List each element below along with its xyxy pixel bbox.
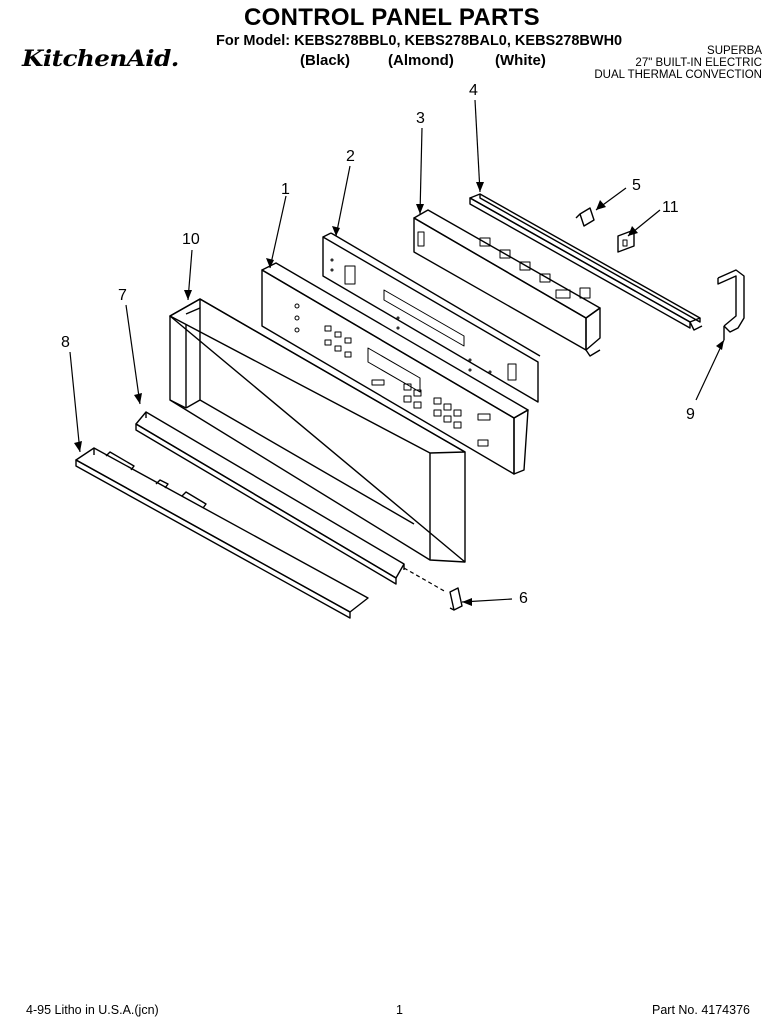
callout-2: 2 [346, 148, 355, 165]
model-line: For Model: KEBS278BBL0, KEBS278BAL0, KEB… [216, 33, 623, 49]
part-2-overlay [322, 232, 541, 403]
part-9-bracket [717, 269, 745, 340]
product-line-2: 27" BUILT-IN ELECTRIC [635, 57, 762, 69]
color-almond: (Almond) [388, 52, 454, 69]
part-10-frame [169, 298, 466, 563]
callout-1: 1 [281, 181, 290, 198]
callout-7: 7 [118, 287, 127, 304]
part-11-clip [617, 229, 635, 253]
leader-lines [69, 99, 725, 603]
callout-11: 11 [662, 199, 679, 216]
page-title: CONTROL PANEL PARTS [244, 4, 540, 31]
product-line-3: DUAL THERMAL CONVECTION [594, 69, 762, 81]
part-5-clip [575, 207, 595, 227]
part-1-control-panel [261, 262, 529, 475]
part-8-trim [75, 447, 369, 619]
product-line-1: SUPERBA [707, 45, 762, 57]
part-6-clip [449, 587, 463, 611]
callout-6: 6 [519, 590, 528, 607]
callout-10: 10 [182, 231, 200, 248]
page-number: 1 [396, 1003, 403, 1017]
callout-3: 3 [416, 110, 425, 127]
part-7-trim [135, 411, 405, 585]
callout-4: 4 [469, 82, 478, 99]
part-4-rail [469, 193, 703, 331]
callout-8: 8 [61, 334, 70, 351]
part-number: Part No. 4174376 [652, 1003, 750, 1017]
color-white: (White) [495, 52, 546, 69]
brand-logo: KitchenAid. [22, 46, 179, 72]
callout-5: 5 [632, 177, 641, 194]
litho-note: 4-95 Litho in U.S.A.(jcn) [26, 1003, 159, 1017]
color-black: (Black) [300, 52, 351, 69]
part-3-bracket [413, 209, 601, 357]
callout-9: 9 [686, 406, 695, 423]
